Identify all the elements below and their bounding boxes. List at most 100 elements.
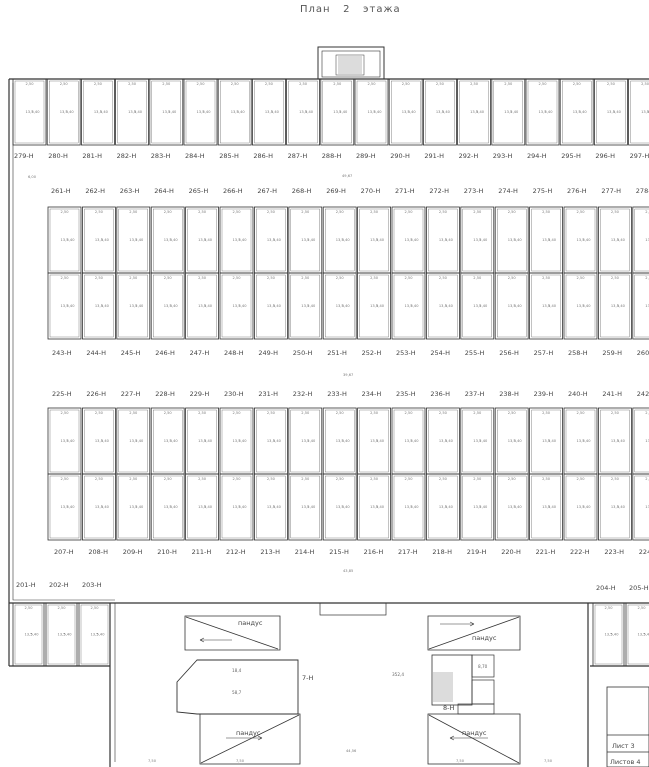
- space-depth: 5,40: [548, 439, 557, 443]
- space-label: 247-Н: [190, 349, 210, 357]
- space-width: 2,50: [301, 411, 310, 415]
- space-area: 13,5: [267, 304, 275, 308]
- dim-bay-2: 7,50: [236, 759, 245, 763]
- space-label: 252-Н: [362, 349, 382, 357]
- space-label: 241-Н: [602, 390, 622, 398]
- space-depth: 5,40: [548, 505, 557, 509]
- space-width: 2,50: [164, 276, 173, 280]
- space-depth: 5,40: [644, 633, 649, 637]
- space-area: 13,5: [439, 505, 447, 509]
- space-width: 2,50: [267, 210, 276, 214]
- space-depth: 5,40: [611, 633, 620, 637]
- space-area: 13,5: [164, 439, 172, 443]
- space-area: 13,5: [299, 110, 307, 114]
- space-width: 2,50: [605, 606, 614, 610]
- space-label: 281-Н: [82, 152, 102, 160]
- space-width: 2,50: [336, 276, 345, 280]
- space-depth: 5,40: [203, 110, 212, 114]
- space-label: 246-Н: [155, 349, 175, 357]
- space-label: 257-Н: [534, 349, 554, 357]
- space-area: 13,5: [611, 304, 619, 308]
- space-label: 210-Н: [157, 548, 177, 556]
- space-label: 234-Н: [362, 390, 382, 398]
- space-width: 2,50: [473, 477, 482, 481]
- space-area: 13,5: [129, 505, 137, 509]
- space-depth: 5,40: [548, 304, 557, 308]
- space-width: 2,50: [301, 210, 310, 214]
- ramp-label-3: пандус: [236, 729, 261, 737]
- space-area: 13,5: [301, 505, 309, 509]
- space-width: 2,50: [439, 411, 448, 415]
- space-area: 13,5: [95, 304, 103, 308]
- space-depth: 5,40: [204, 238, 213, 242]
- parking-spaces: 13,55,402,50279-Н13,55,402,50280-Н13,55,…: [12, 78, 649, 667]
- space-area: 13,5: [58, 633, 66, 637]
- space-label: 263-Н: [120, 187, 140, 195]
- space-depth: 5,40: [271, 110, 280, 114]
- space-depth: 5,40: [170, 238, 179, 242]
- space-area: 13,5: [577, 505, 585, 509]
- space-label: 223-Н: [604, 548, 624, 556]
- space-width: 2,50: [577, 276, 586, 280]
- space-area: 13,5: [61, 505, 69, 509]
- space-label: 269-Н: [326, 187, 346, 195]
- space-area: 13,5: [233, 439, 241, 443]
- space-area: 13,5: [645, 439, 649, 443]
- space-label: 233-Н: [327, 390, 347, 398]
- space-area: 13,5: [370, 238, 378, 242]
- space-label: 250-Н: [293, 349, 313, 357]
- space-label: 279-Н: [14, 152, 34, 160]
- space-width: 2,50: [95, 411, 104, 415]
- plan-word: План: [300, 4, 331, 15]
- space-depth: 5,40: [67, 304, 76, 308]
- space-area: 13,5: [336, 505, 344, 509]
- space-depth: 5,40: [376, 505, 385, 509]
- space-label: 291-Н: [424, 152, 444, 160]
- space-area: 13,5: [542, 505, 550, 509]
- space-width: 2,50: [508, 276, 517, 280]
- space-label: 213-Н: [260, 548, 280, 556]
- space-area: 13,5: [129, 439, 137, 443]
- space-depth: 5,40: [476, 110, 485, 114]
- space-area: 13,5: [439, 304, 447, 308]
- space-width: 2,50: [25, 606, 34, 610]
- space-width: 2,50: [607, 82, 616, 86]
- space-depth: 5,40: [376, 238, 385, 242]
- space-area: 13,5: [473, 439, 481, 443]
- space-area: 13,5: [231, 110, 239, 114]
- space-label: 292-Н: [459, 152, 479, 160]
- space-depth: 5,40: [168, 110, 177, 114]
- space-depth: 5,40: [445, 238, 454, 242]
- space-depth: 5,40: [204, 304, 213, 308]
- space-area: 13,5: [198, 505, 206, 509]
- space-width: 2,50: [95, 276, 104, 280]
- space-width: 2,50: [198, 411, 207, 415]
- space-area: 13,5: [605, 633, 613, 637]
- space-label: 288-Н: [322, 152, 342, 160]
- space-area: 13,5: [370, 304, 378, 308]
